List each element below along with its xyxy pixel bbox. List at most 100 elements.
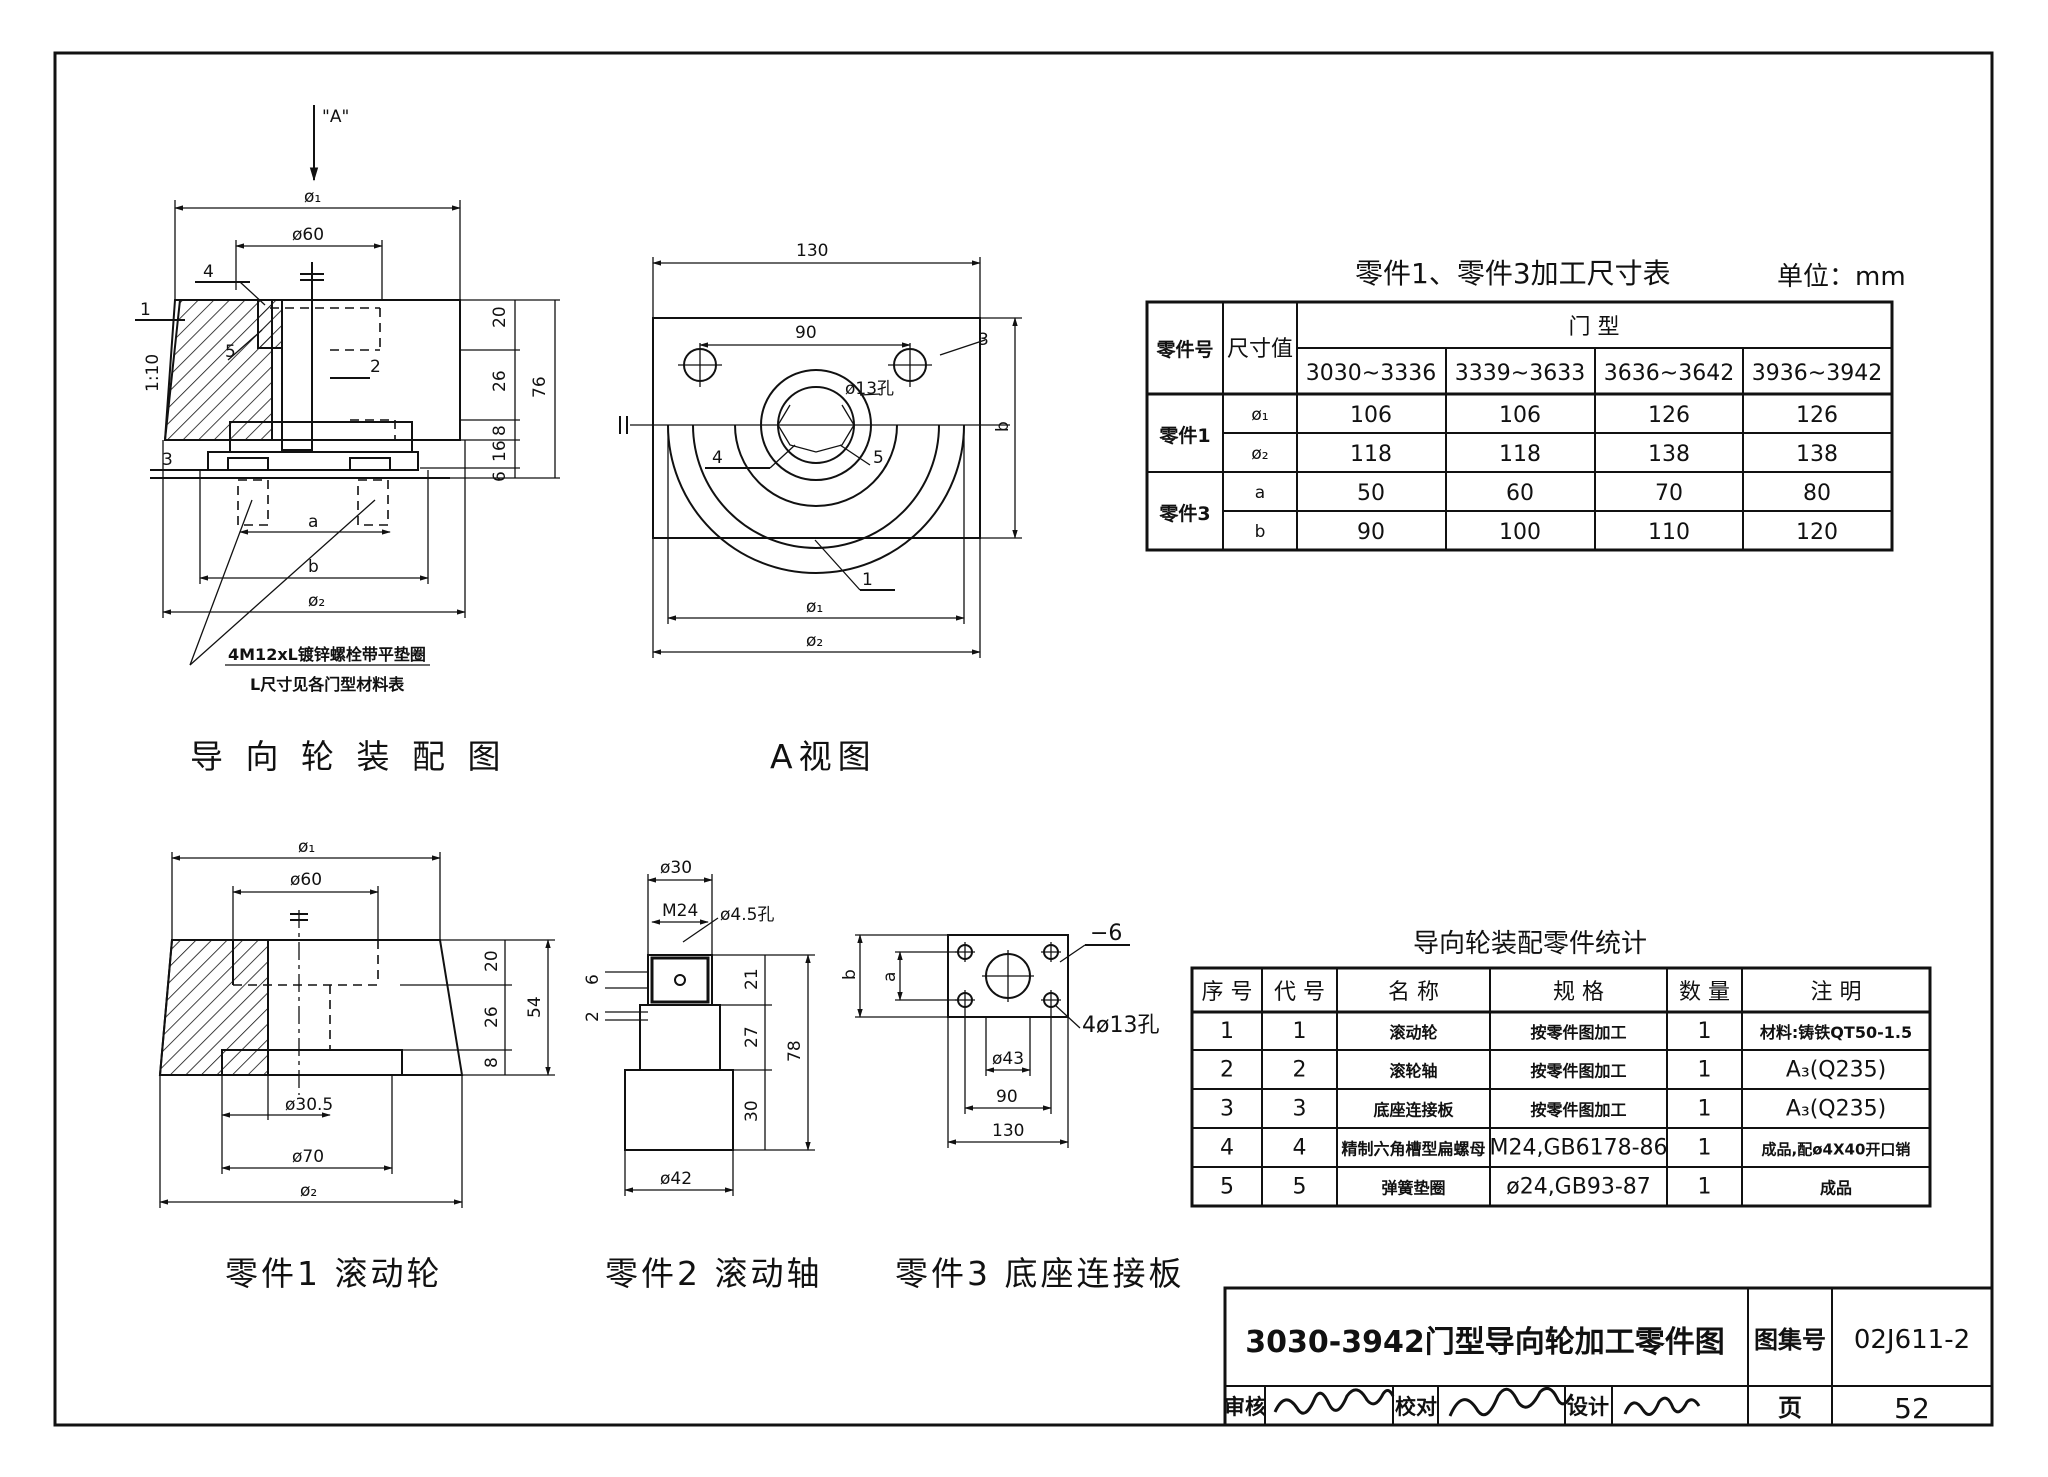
dim-table-cell: 50 [1357, 481, 1385, 506]
part1-d30-5: ø30.5 [285, 1095, 333, 1115]
part1-drawing: ø₁ ø60 ø30.5 ø70 ø₂ 20 26 8 [158, 837, 555, 1293]
dim-table-cell: 110 [1648, 520, 1690, 545]
part3-caption: 零件3 底座连接板 [895, 1254, 1185, 1293]
assembly-dim-a: a [308, 512, 318, 532]
part2-caption: 零件2 滚动轴 [605, 1254, 823, 1293]
dim-table-cell: 106 [1350, 403, 1392, 428]
a-view-drawing: 130 90 ø13孔 3 4 5 1 [619, 241, 1022, 776]
dim-table-cell: 126 [1648, 403, 1690, 428]
part2-dim-78: 78 [785, 1040, 805, 1062]
a-view-phi1: ø₁ [806, 597, 823, 617]
dim-table-dim-symbol: a [1255, 483, 1265, 503]
parts-table-header: 注 明 [1811, 980, 1862, 1005]
parts-table-cell: 5 [1293, 1175, 1307, 1200]
parts-table-header: 代 号 [1274, 980, 1325, 1005]
part2-hole: ø4.5孔 [720, 905, 774, 925]
parts-table-cell: 1 [1293, 1019, 1307, 1044]
a-view-label-5: 5 [873, 448, 884, 468]
parts-table-cell: 底座连接板 [1373, 1101, 1454, 1120]
dim-table-cell: 70 [1655, 481, 1683, 506]
parts-table-header: 序 号 [1202, 980, 1253, 1005]
parts-table-cell: 成品,配ø4X40开口销 [1762, 1141, 1911, 1159]
assembly-dim-16: 16 [490, 440, 510, 462]
dim-table-h-dim: 尺寸值 [1227, 337, 1293, 362]
review-label: 审核 [1224, 1395, 1266, 1419]
check-label: 校对 [1395, 1395, 1437, 1419]
door-type-header: 3030~3336 [1306, 361, 1436, 386]
dim-table-cell: 126 [1796, 403, 1838, 428]
check-signature [1448, 1386, 1574, 1417]
dim-table-part-label: 零件1 [1158, 424, 1210, 447]
review-signature [1273, 1388, 1395, 1415]
dim-table-cell: 60 [1506, 481, 1534, 506]
parts-table-cell: 1 [1698, 1175, 1712, 1200]
parts-table-cell: ø24,GB93-87 [1506, 1175, 1651, 1200]
design-signature [1623, 1396, 1701, 1416]
parts-table-cell: 滚轮轴 [1389, 1062, 1437, 1081]
assembly-bolt-note-1: 4M12xL镀锌螺栓带平垫圈 [228, 645, 426, 664]
part1-d60: ø60 [290, 870, 322, 890]
assembly-d60: ø60 [292, 225, 324, 245]
parts-table-cell: M24,GB6178-86 [1489, 1136, 1667, 1161]
atlas-label: 图集号 [1754, 1326, 1826, 1354]
parts-table-cell: 3 [1293, 1097, 1307, 1122]
part2-dim-27: 27 [742, 1026, 762, 1048]
assembly-label-4: 4 [203, 262, 214, 282]
atlas-number: 02J611-2 [1854, 1325, 1970, 1355]
parts-table-cell: 按零件图加工 [1530, 1101, 1626, 1120]
parts-table-cell: 成品 [1820, 1179, 1852, 1198]
assembly-phi2: ø₂ [308, 591, 325, 611]
part2-m24: M24 [662, 901, 698, 921]
design-label: 设计 [1567, 1395, 1609, 1419]
dimension-table: 零件1、零件3加工尺寸表 单位：mm 零件号 尺寸值 门 型 3030~3336… [1145, 257, 1906, 552]
a-view-dim-b: b [993, 421, 1013, 432]
dim-table-cell: 80 [1803, 481, 1831, 506]
a-view-w130: 130 [796, 241, 828, 261]
parts-table-cell: 1 [1220, 1019, 1234, 1044]
part1-phi1: ø₁ [298, 837, 315, 857]
parts-table-cell: 3 [1220, 1097, 1234, 1122]
parts-table-cell: 材料:铸铁QT50-1.5 [1760, 1023, 1912, 1042]
a-view-caption: A视图 [770, 737, 877, 776]
part2-d30: ø30 [660, 858, 692, 878]
parts-table-cell: 按零件图加工 [1530, 1062, 1626, 1081]
part1-dim-26: 26 [482, 1006, 502, 1028]
part3-plate: −6 [1090, 921, 1122, 946]
a-view-label-1: 1 [862, 570, 873, 590]
part2-dim-2: 2 [583, 1011, 603, 1022]
title-block: 3030-3942门型导向轮加工零件图 图集号 02J611-2 审核 校对 设… [1223, 1286, 1994, 1427]
part1-dim-20: 20 [482, 950, 502, 972]
part3-w130: 130 [992, 1121, 1024, 1141]
assembly-dim-b: b [308, 557, 319, 577]
parts-table-header: 名 称 [1388, 980, 1439, 1005]
parts-table-cell: 弹簧垫圈 [1381, 1179, 1445, 1198]
parts-table-header: 数 量 [1679, 980, 1730, 1005]
door-type-header: 3339~3633 [1455, 361, 1585, 386]
part1-phi2: ø₂ [300, 1181, 317, 1201]
parts-table-cell: A₃(Q235) [1786, 1058, 1886, 1083]
part2-d42: ø42 [660, 1169, 692, 1189]
parts-table-cell: 4 [1293, 1136, 1307, 1161]
assembly-label-1: 1 [140, 300, 151, 320]
dim-table-cell: 120 [1796, 520, 1838, 545]
parts-table-cell: 2 [1220, 1058, 1234, 1083]
part3-drawing: −6 4ø13孔 b a ø43 90 130 零件3 底座连接板 [840, 921, 1185, 1293]
dim-table-unit: 单位：mm [1777, 262, 1906, 292]
parts-table-cell: 1 [1698, 1058, 1712, 1083]
part1-caption: 零件1 滚动轮 [225, 1254, 443, 1293]
dim-table-cell: 100 [1499, 520, 1541, 545]
part3-d43: ø43 [992, 1049, 1024, 1069]
dim-table-cell: 138 [1648, 442, 1690, 467]
dim-table-h-door: 门 型 [1569, 315, 1620, 340]
dim-table-cell: 106 [1499, 403, 1541, 428]
assembly-dim-6: 6 [490, 471, 510, 482]
dim-table-cell: 90 [1357, 520, 1385, 545]
assembly-phi1: ø₁ [304, 187, 321, 207]
parts-table-header: 规 格 [1553, 980, 1604, 1005]
sheet-border [53, 51, 1994, 1427]
part3-holes: 4ø13孔 [1082, 1013, 1159, 1038]
assembly-label-5: 5 [225, 342, 236, 362]
assembly-caption: 导 向 轮 装 配 图 [190, 737, 506, 776]
